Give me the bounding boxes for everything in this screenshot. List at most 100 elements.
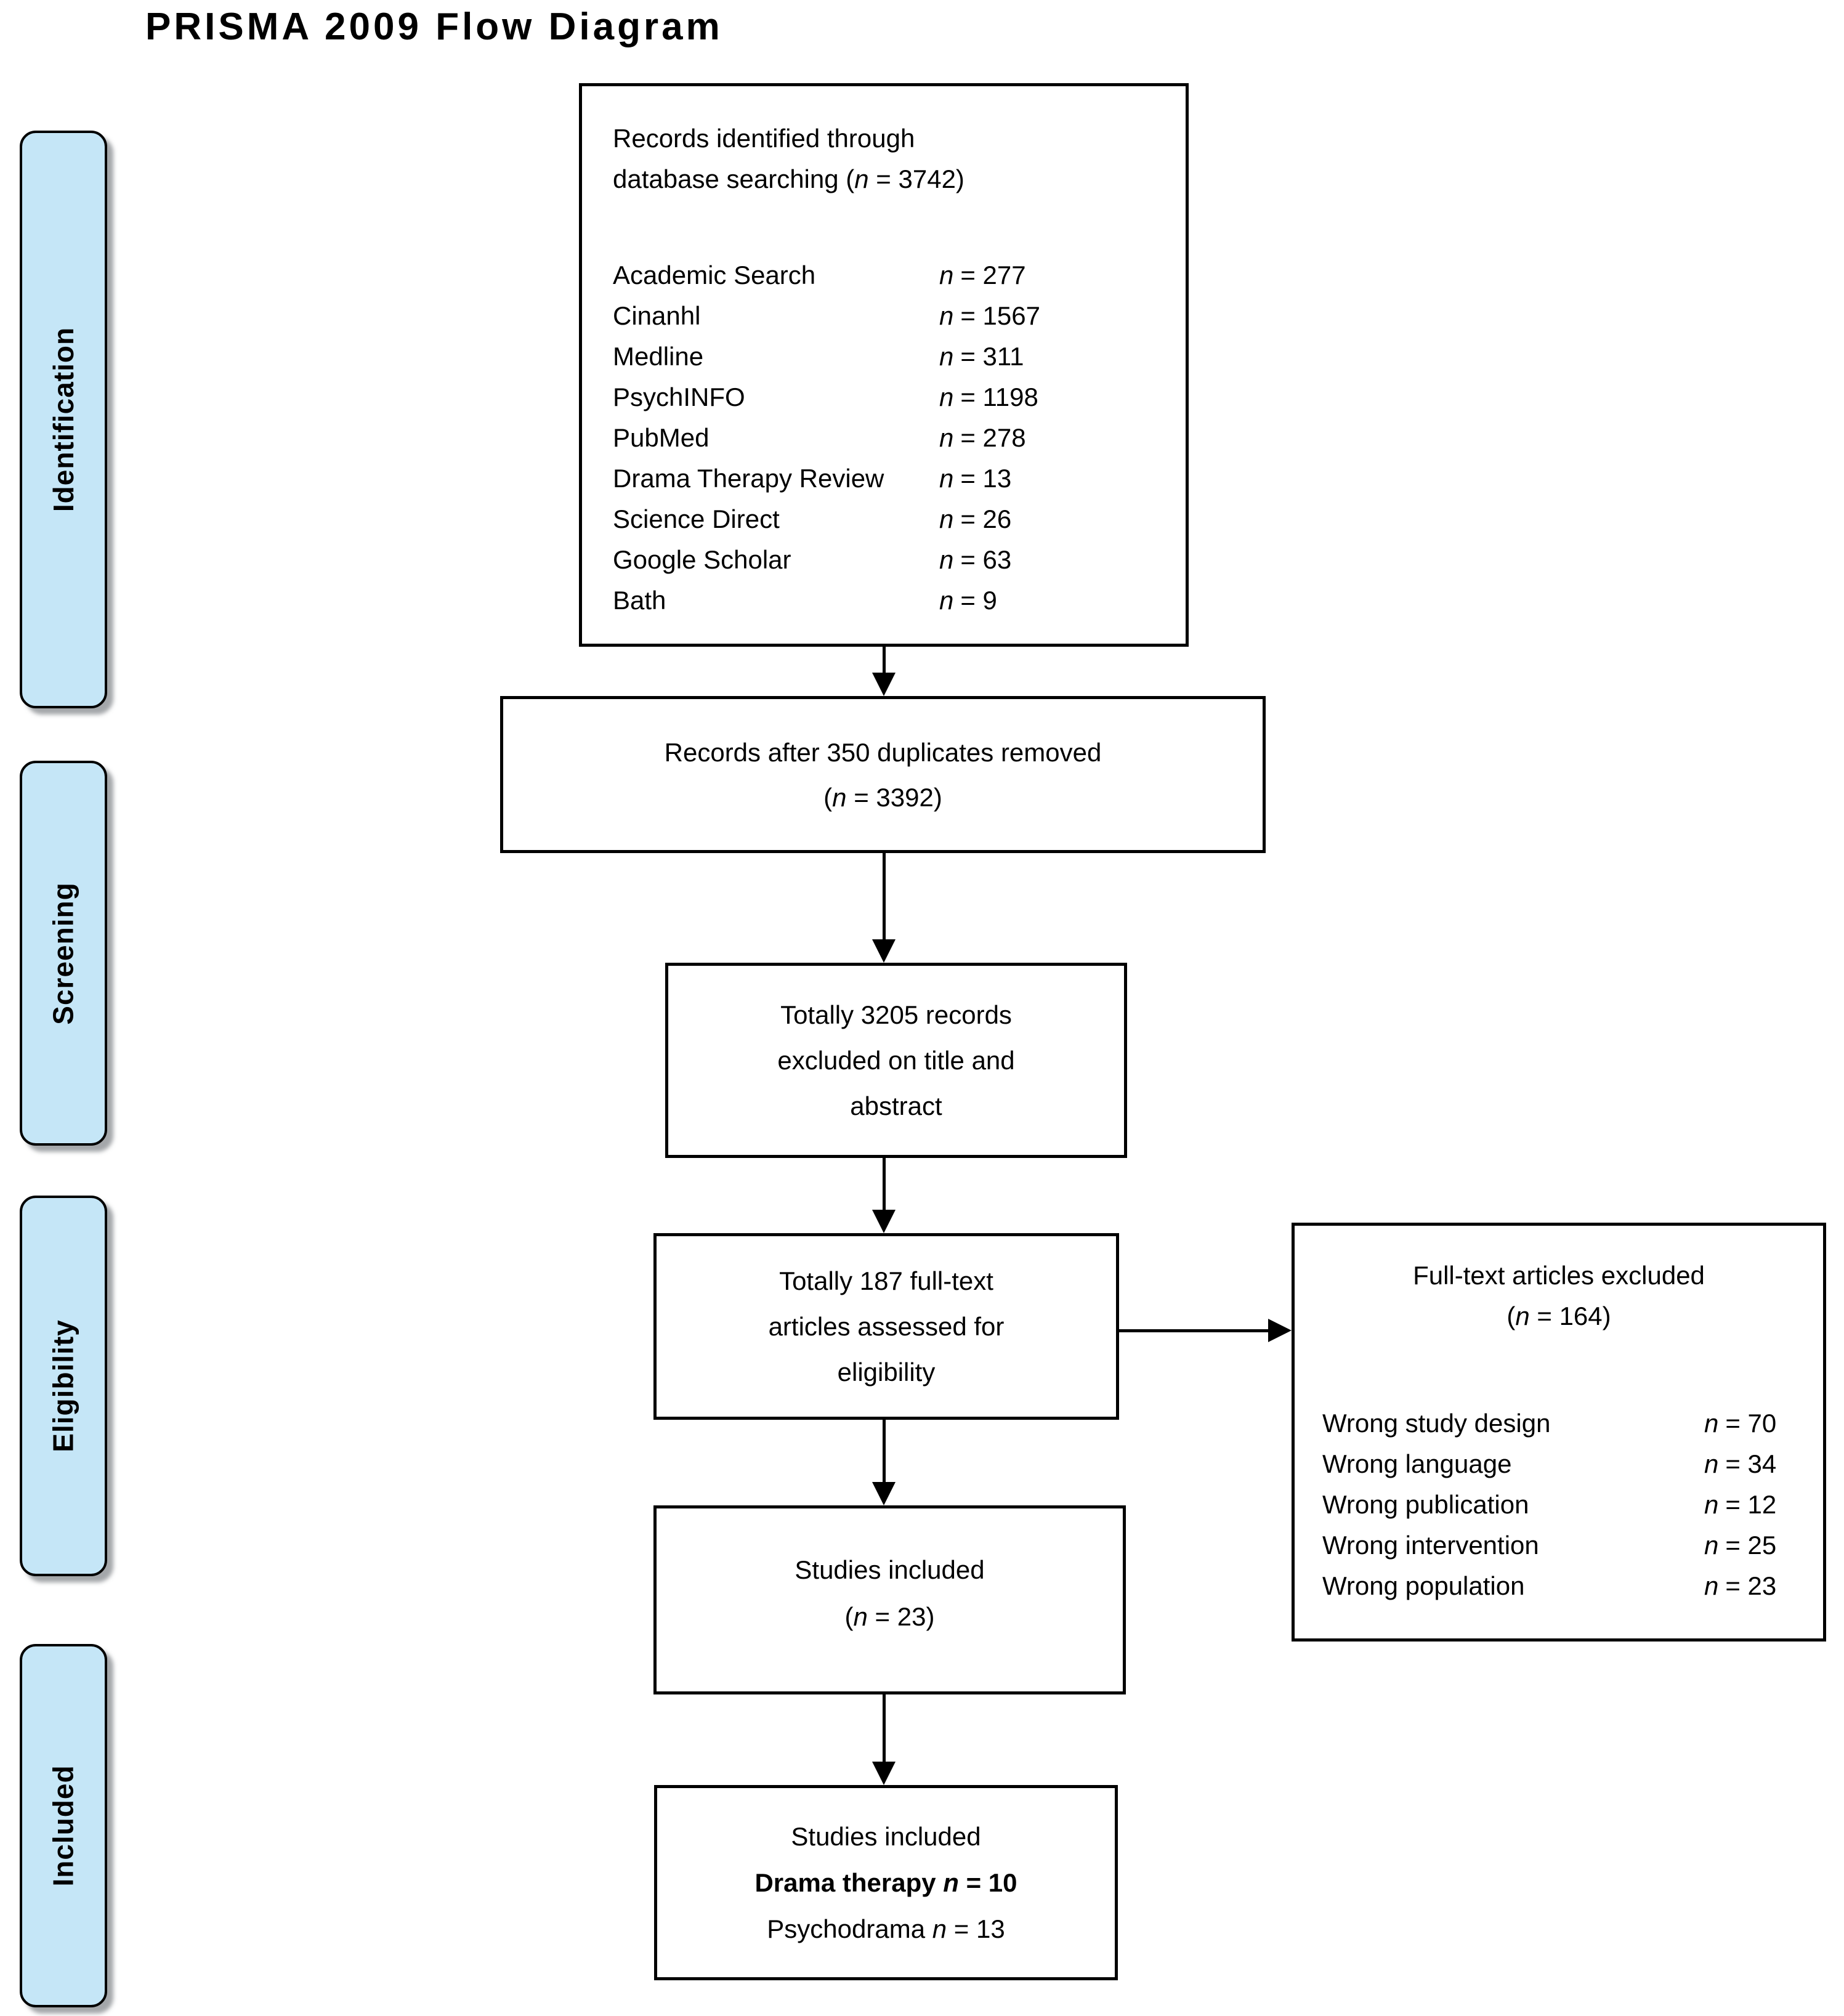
n-symbol: n [854, 164, 869, 193]
source-count: n= 278 [939, 423, 1026, 452]
box-line: articles assessed for [768, 1311, 1005, 1341]
reason-label: Wrong language [1322, 1449, 1512, 1478]
n-symbol: n [939, 504, 954, 533]
source-count: n= 1567 [939, 301, 1040, 330]
box-line: excluded on title and [777, 1045, 1015, 1075]
n-symbol: n [1704, 1409, 1719, 1438]
box-line-psychodrama: Psychodrama n = 13 [767, 1914, 1005, 1943]
reason-label: Wrong intervention [1322, 1531, 1539, 1560]
stage-eligibility: Eligibility [20, 1196, 107, 1576]
heading-line: Records identified through [613, 124, 915, 153]
box-records-excluded: Totally 3205 records excluded on title a… [665, 963, 1127, 1158]
stage-identification: Identification [20, 131, 107, 708]
source-row: Science Direct n= 26 [613, 499, 1173, 540]
n-symbol: n [939, 545, 954, 574]
reason-label: Wrong study design [1322, 1409, 1551, 1438]
box-studies-included-final: Studies included Drama therapy n = 10 Ps… [654, 1785, 1118, 1980]
box-line: Totally 3205 records [780, 1000, 1012, 1029]
source-label: Google Scholar [613, 545, 791, 574]
spacer [613, 200, 1173, 255]
source-label: Bath [613, 586, 666, 615]
source-count: n= 63 [939, 545, 1012, 574]
source-count: n= 9 [939, 586, 997, 615]
source-row: Academic Search n= 277 [613, 255, 1173, 296]
box-line: Totally 187 full-text [779, 1266, 993, 1295]
arrow-head-down-icon [872, 1762, 896, 1785]
arrow-head-down-icon [872, 1210, 896, 1233]
reason-row: Wrong population n= 23 [1322, 1566, 1823, 1606]
spacer [1295, 1337, 1823, 1403]
box-fulltext-excluded-heading: Full-text articles excluded (n = 164) [1295, 1255, 1823, 1337]
source-label: Academic Search [613, 261, 816, 289]
source-row: Cinanhl n= 1567 [613, 296, 1173, 336]
page-title: PRISMA 2009 Flow Diagram [145, 6, 723, 48]
arrow-head-down-icon [872, 673, 896, 696]
box-line: (n = 3392) [823, 782, 942, 812]
arrow-duplicates-to-excluded [883, 853, 886, 941]
box-line: eligibility [837, 1357, 936, 1387]
box-studies-included: Studies included (n = 23) [653, 1505, 1126, 1694]
n-symbol: n [1704, 1449, 1719, 1478]
box-duplicates-removed: Records after 350 duplicates removed (n … [500, 696, 1266, 853]
reason-count: n= 25 [1704, 1531, 1777, 1560]
heading-line: database searching (n = 3742) [613, 164, 964, 193]
n-symbol: n [1704, 1490, 1719, 1519]
stage-included: Included [20, 1644, 107, 2007]
box-fulltext-excluded: Full-text articles excluded (n = 164) Wr… [1292, 1223, 1826, 1642]
n-symbol: n [832, 782, 847, 812]
box-line: (n = 23) [844, 1602, 935, 1631]
n-symbol: n [1515, 1301, 1530, 1330]
box-fulltext-assessed: Totally 187 full-text articles assessed … [653, 1233, 1119, 1420]
stage-eligibility-label: Eligibility [47, 1319, 79, 1452]
reason-count: n= 34 [1704, 1449, 1777, 1478]
source-count: n= 277 [939, 261, 1026, 289]
n-symbol: n [939, 301, 954, 330]
n-symbol: n [939, 342, 954, 371]
n-symbol: n [939, 383, 954, 411]
n-symbol: n [1704, 1531, 1719, 1560]
source-count: n= 311 [939, 342, 1024, 371]
arrow-excluded-to-assessed [883, 1158, 886, 1212]
source-label: Cinanhl [613, 301, 701, 330]
reason-row: Wrong study design n= 70 [1322, 1403, 1823, 1444]
heading-line: Full-text articles excluded [1413, 1261, 1705, 1290]
stage-identification-label: Identification [47, 326, 80, 512]
arrow-assessed-to-included [883, 1420, 886, 1484]
reason-count: n= 23 [1704, 1571, 1777, 1600]
arrow-identified-to-duplicates [883, 647, 886, 674]
box-line: Studies included [795, 1555, 985, 1584]
source-count: n= 26 [939, 504, 1012, 533]
arrow-assessed-to-fulltext-excluded [1119, 1329, 1270, 1332]
stage-screening: Screening [20, 761, 107, 1146]
source-row: Bath n= 9 [613, 580, 1173, 621]
source-count: n= 13 [939, 464, 1012, 493]
heading-line: (n = 164) [1506, 1301, 1611, 1330]
stage-included-label: Included [47, 1765, 79, 1887]
source-row: Google Scholar n= 63 [613, 540, 1173, 580]
box-records-identified-heading: Records identified through database sear… [613, 118, 1173, 200]
source-row: Drama Therapy Review n= 13 [613, 458, 1173, 499]
n-symbol: n [932, 1914, 947, 1943]
n-symbol: n [939, 464, 954, 493]
reason-label: Wrong publication [1322, 1490, 1529, 1519]
box-line-drama-therapy: Drama therapy n = 10 [754, 1868, 1017, 1897]
arrow-included-to-final [883, 1694, 886, 1763]
box-line: Studies included [791, 1822, 981, 1851]
box-line: Records after 350 duplicates removed [664, 737, 1102, 767]
source-label: PubMed [613, 423, 710, 452]
n-symbol: n [939, 423, 954, 452]
source-label: Science Direct [613, 504, 780, 533]
reason-count: n= 12 [1704, 1490, 1777, 1519]
source-label: Drama Therapy Review [613, 464, 884, 493]
reason-row: Wrong language n= 34 [1322, 1444, 1823, 1484]
n-symbol: n [939, 586, 954, 615]
reason-label: Wrong population [1322, 1571, 1525, 1600]
reason-count: n= 70 [1704, 1409, 1777, 1438]
stage-screening-label: Screening [47, 881, 80, 1025]
arrow-head-down-icon [872, 1482, 896, 1505]
box-line: abstract [850, 1091, 942, 1120]
exclusion-reason-list: Wrong study design n= 70 Wrong language n=… [1295, 1403, 1823, 1606]
source-row: PubMed n= 278 [613, 418, 1173, 458]
